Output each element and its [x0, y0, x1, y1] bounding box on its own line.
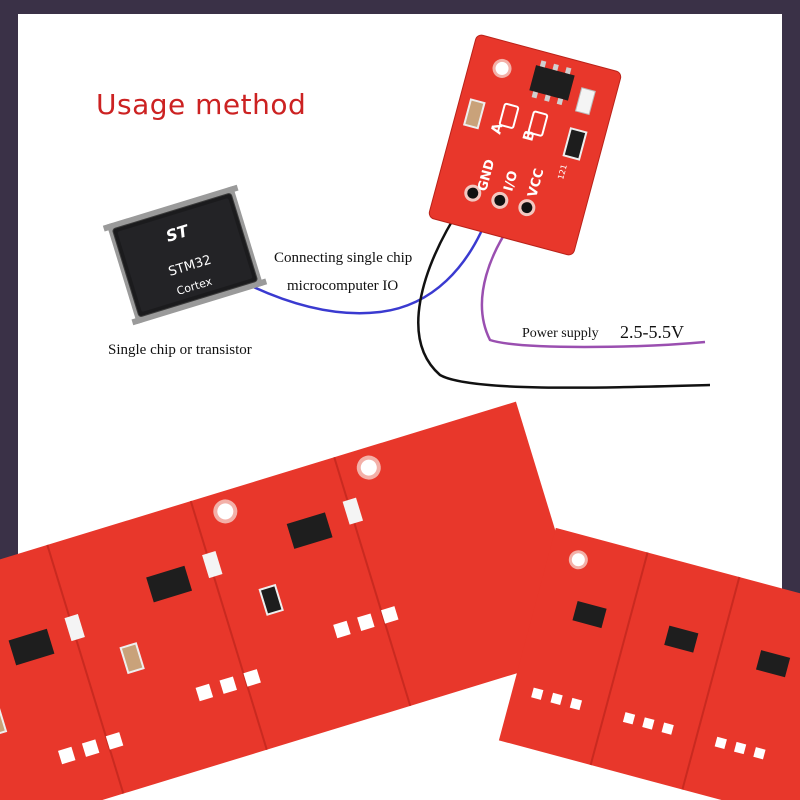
chip-caption: Single chip or transistor: [108, 342, 252, 358]
io-wire: [244, 204, 494, 315]
page-title: Usage method: [96, 88, 307, 121]
connect-label-line2: microcomputer IO: [287, 278, 399, 294]
mcu-chip: [102, 184, 268, 326]
connect-label-line1: Connecting single chip: [274, 250, 413, 266]
vcc-wire: [480, 211, 706, 349]
pad-label-a: A: [488, 121, 506, 136]
pin-label-io: I/O: [501, 169, 521, 193]
pad-label-b: B: [520, 129, 538, 143]
power-label: Power supply: [522, 326, 599, 341]
gnd-wire: [417, 204, 711, 389]
pin-label-vcc: VCC: [525, 167, 547, 199]
resistor-code: 121: [556, 163, 569, 180]
pcb-strip-small: [498, 527, 800, 800]
power-range: 2.5-5.5V: [620, 322, 684, 342]
touch-module: [428, 34, 622, 256]
frame-top-edge: [0, 0, 800, 14]
pcb-strip-large: [0, 401, 592, 800]
